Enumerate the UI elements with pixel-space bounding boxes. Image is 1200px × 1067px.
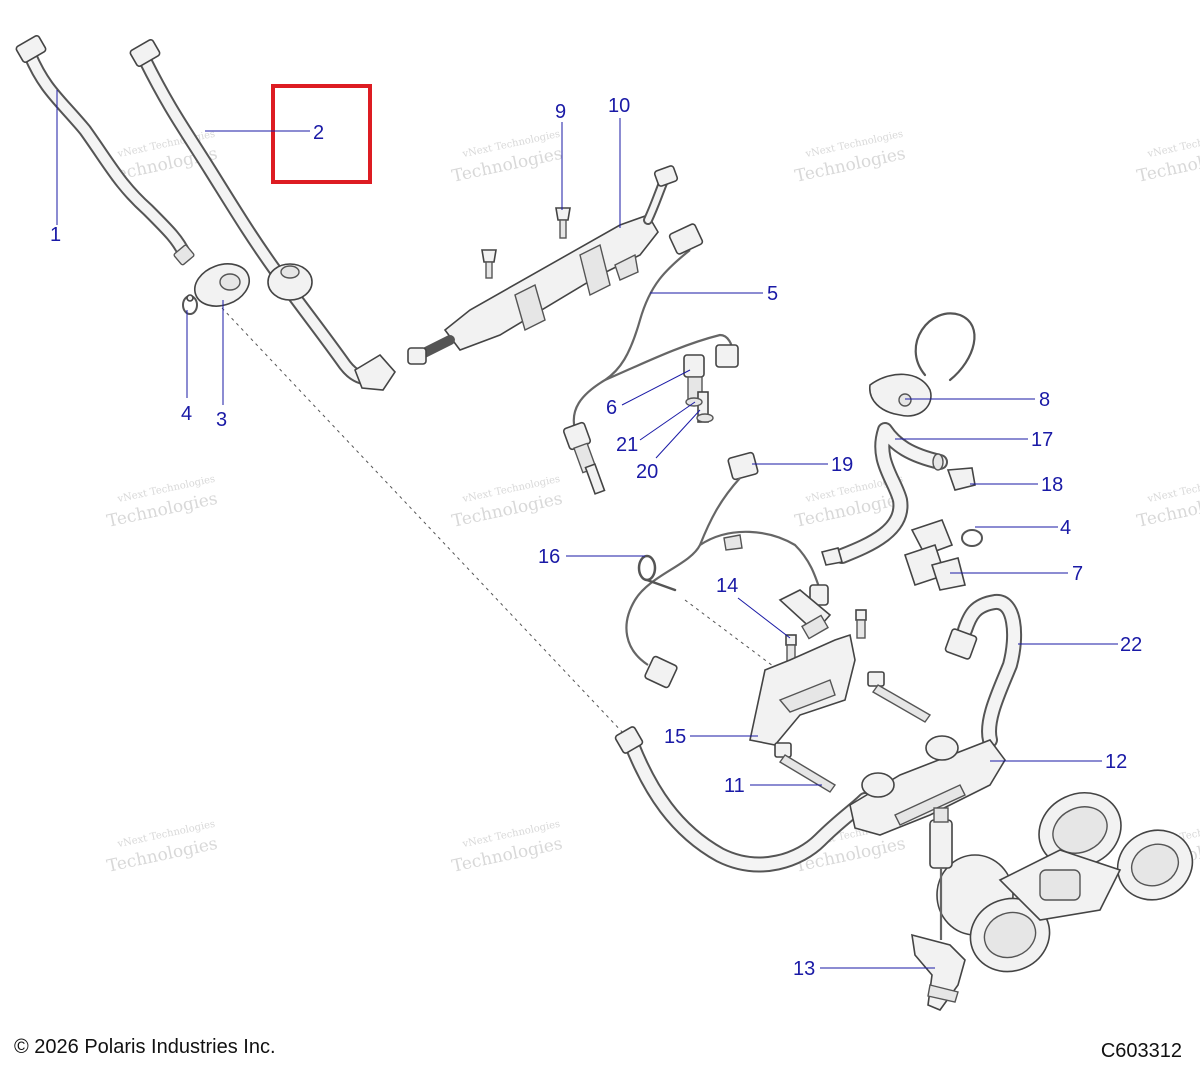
part-22-fuel-hose[interactable] (944, 594, 1023, 748)
watermark: vNext Technologies Technologies (105, 819, 219, 877)
part-4-clamp-right[interactable] (961, 529, 983, 547)
callout-15[interactable]: 15 (664, 726, 686, 748)
part-4-clamp[interactable] (182, 294, 198, 315)
callout-1[interactable]: 1 (50, 224, 61, 246)
callout-10[interactable]: 10 (608, 95, 630, 117)
callout-4a[interactable]: 4 (181, 403, 192, 425)
part-11-bolt-secondary[interactable] (867, 671, 932, 723)
part-1-fuel-hose[interactable] (15, 35, 195, 266)
part-9-screw[interactable] (555, 207, 571, 239)
part-12-fuel-rail[interactable] (849, 735, 1006, 836)
watermark: vNext Technologies Technologies (450, 474, 564, 532)
part-16-wire-clip[interactable] (637, 534, 743, 592)
part-2-fuel-hose[interactable] (129, 39, 397, 391)
part-9-screw-secondary[interactable] (481, 249, 497, 279)
throttle-body[interactable] (936, 780, 1200, 983)
part-19-wire-harness[interactable] (625, 451, 829, 689)
callout-12[interactable]: 12 (1105, 751, 1127, 773)
part-5-wire-harness[interactable] (572, 223, 739, 431)
callout-13[interactable]: 13 (793, 958, 815, 980)
callout-6[interactable]: 6 (606, 397, 617, 419)
callout-16[interactable]: 16 (538, 546, 560, 568)
watermark: vNext Technologies Technologies (1135, 474, 1200, 532)
callout-3[interactable]: 3 (216, 409, 227, 431)
part-20-o-ring[interactable] (696, 413, 714, 423)
assembly-line-injector-bracket (684, 599, 786, 676)
callout-19[interactable]: 19 (831, 454, 853, 476)
watermark: vNext Technologies Technologies (450, 129, 564, 187)
watermark: vNext Technologies Technologies (105, 474, 219, 532)
leader-6 (621, 369, 691, 406)
injector-center[interactable] (778, 589, 832, 640)
part-18-hose-clamp[interactable] (820, 467, 976, 566)
fuel-feed-hose[interactable] (614, 726, 873, 873)
part-15-injector-bracket[interactable] (749, 609, 867, 746)
callout-21[interactable]: 21 (616, 434, 638, 456)
callout-14[interactable]: 14 (716, 575, 738, 597)
callout-20[interactable]: 20 (636, 461, 658, 483)
drawing-number: C603312 (1100, 1040, 1182, 1062)
part-10-fuel-rail[interactable] (407, 165, 679, 365)
watermark: vNext Technologies Technologies (1135, 129, 1200, 187)
part-11-bolt[interactable] (774, 742, 837, 793)
assembly-line-fuel-hose (221, 307, 626, 736)
part-8-cap[interactable] (869, 312, 976, 417)
callout-7[interactable]: 7 (1072, 563, 1083, 585)
watermark: vNext Technologies Technologies (793, 129, 907, 187)
leader-14 (737, 597, 791, 639)
callout-18[interactable]: 18 (1041, 474, 1063, 496)
part-6-fuel-injector-lower[interactable] (562, 421, 606, 495)
callout-8[interactable]: 8 (1039, 389, 1050, 411)
highlight-box (271, 84, 372, 184)
callout-labels: 1 2 3 4 4 5 6 7 8 9 10 11 12 13 14 15 16… (50, 95, 1142, 980)
callout-17[interactable]: 17 (1031, 429, 1053, 451)
part-7-separator-clip[interactable] (903, 519, 966, 591)
part-3-grommet[interactable] (189, 257, 313, 314)
watermark: vNext Technologies Technologies (450, 819, 564, 877)
part-6-fuel-injector[interactable] (683, 354, 709, 423)
leader-21 (639, 401, 696, 441)
copyright-notice: © 2026 Polaris Industries Inc. (14, 1036, 276, 1058)
callout-11[interactable]: 11 (724, 775, 745, 797)
callout-22[interactable]: 22 (1120, 634, 1142, 656)
part-21-o-ring[interactable] (685, 397, 703, 407)
callout-2[interactable]: 2 (313, 122, 324, 144)
leader-lines (56, 90, 1118, 969)
callout-5[interactable]: 5 (767, 283, 778, 305)
callout-4b[interactable]: 4 (1060, 517, 1071, 539)
part-13-sensor-harness[interactable] (911, 807, 966, 1011)
callout-9[interactable]: 9 (555, 101, 566, 123)
part-17-vent-hose[interactable] (834, 422, 948, 564)
leader-20 (655, 409, 701, 459)
